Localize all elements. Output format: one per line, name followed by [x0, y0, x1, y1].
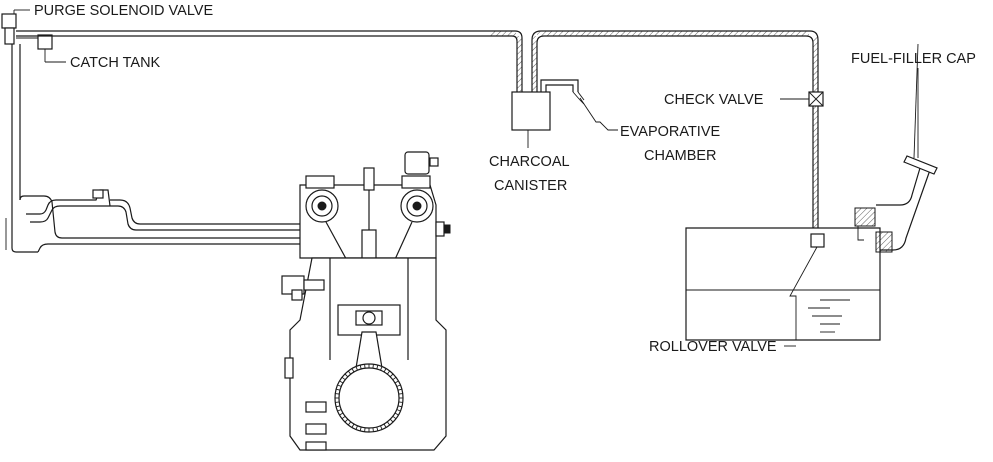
- label-check-valve: CHECK VALVE: [664, 92, 764, 108]
- crankshaft-gear-teeth: [335, 364, 403, 432]
- purge-line: [11, 30, 523, 218]
- fuel-filler-cap-label: FUEL-FILLER CAP: [851, 51, 976, 67]
- engine: [281, 151, 451, 451]
- label-catch-tank: CATCH TANK: [70, 55, 161, 71]
- label-charcoal-canister: CHARCOAL CANISTER: [489, 154, 570, 194]
- label-rollover-valve: ROLLOVER VALVE: [649, 339, 796, 355]
- fuel-filler-neck: [854, 167, 931, 253]
- fuel-filler-cap: [903, 43, 938, 175]
- charcoal-canister-label-line1: CHARCOAL: [489, 154, 570, 170]
- label-purge-solenoid-valve: PURGE SOLENOID VALVE: [34, 3, 213, 19]
- charcoal-canister-label-line2: CANISTER: [494, 178, 567, 194]
- label-fuel-filler-cap: FUEL-FILLER CAP: [851, 51, 976, 158]
- fuel-tank: [685, 227, 881, 341]
- purge-solenoid-valve-label: PURGE SOLENOID VALVE: [34, 3, 213, 19]
- catch-tank-label: CATCH TANK: [70, 55, 161, 71]
- charcoal-canister: [511, 79, 618, 148]
- intake-manifold-pipe: [5, 189, 300, 253]
- rollover-valve-label: ROLLOVER VALVE: [649, 339, 777, 355]
- rollover-valve: [789, 233, 825, 340]
- evaporative-chamber-label-line2: CHAMBER: [644, 148, 717, 164]
- check-valve: [780, 91, 824, 107]
- purge-solenoid-valve: [1, 9, 30, 45]
- label-evaporative-chamber: EVAPORATIVE CHAMBER: [620, 124, 721, 164]
- catch-tank: [37, 34, 66, 63]
- evaporative-chamber-label-line1: EVAPORATIVE: [620, 124, 721, 140]
- check-valve-label: CHECK VALVE: [664, 92, 764, 108]
- vapor-line: [531, 30, 819, 232]
